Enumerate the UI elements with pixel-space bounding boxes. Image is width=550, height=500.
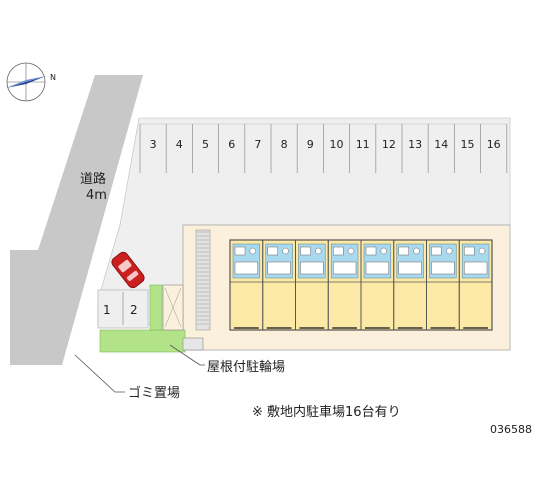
garbage-leader-line bbox=[74, 354, 125, 393]
apartment-unit bbox=[426, 239, 460, 331]
apartment-unit bbox=[393, 239, 427, 331]
green-area bbox=[99, 329, 186, 353]
parking-space-3: 3 bbox=[150, 138, 157, 151]
building-units bbox=[229, 239, 493, 331]
parking-space-16: 16 bbox=[487, 138, 501, 151]
parking-stall-lines bbox=[139, 123, 508, 173]
apartment-unit bbox=[458, 239, 493, 331]
walkway-hatch bbox=[197, 231, 209, 325]
parking-space-15: 15 bbox=[461, 138, 475, 151]
road bbox=[10, 75, 143, 365]
apartment-unit bbox=[295, 239, 329, 331]
road-width: 4m bbox=[86, 188, 107, 203]
parking-space-10: 10 bbox=[330, 138, 344, 151]
parking-space-14: 14 bbox=[434, 138, 448, 151]
parking-space-11: 11 bbox=[356, 138, 370, 151]
parking-space-5: 5 bbox=[202, 138, 209, 151]
parking-space-13: 13 bbox=[408, 138, 422, 151]
compass-north-label: N bbox=[50, 73, 56, 82]
green-strip bbox=[149, 284, 163, 331]
parking-space-numbers: 3 4 5 6 7 8 9 10 11 12 13 14 15 16 bbox=[150, 138, 501, 151]
parking-space-9: 9 bbox=[307, 138, 314, 151]
apartment-unit bbox=[360, 239, 395, 331]
garbage-label: ゴミ置場 bbox=[128, 385, 180, 401]
bicycle-shelter-label: 屋根付駐輪場 bbox=[207, 359, 285, 375]
car-icon bbox=[111, 251, 145, 289]
parking-space-4: 4 bbox=[176, 138, 183, 151]
parking-space-7: 7 bbox=[254, 138, 261, 151]
shelter-leader-line bbox=[169, 344, 201, 366]
parking-space-8: 8 bbox=[281, 138, 288, 151]
parking-note: ※ 敷地内駐車場16台有り bbox=[252, 404, 401, 420]
compass-icon: N bbox=[6, 62, 56, 102]
parking-space-6: 6 bbox=[228, 138, 235, 151]
apartment-unit bbox=[327, 239, 362, 331]
apartment-unit bbox=[229, 239, 264, 331]
parking-space-2: 2 bbox=[130, 303, 138, 317]
garbage-area bbox=[182, 337, 204, 351]
parking-space-1: 1 bbox=[103, 303, 111, 317]
reference-code: 036588 bbox=[490, 423, 532, 436]
parking-space-12: 12 bbox=[382, 138, 396, 151]
road-name: 道路 bbox=[80, 171, 106, 187]
